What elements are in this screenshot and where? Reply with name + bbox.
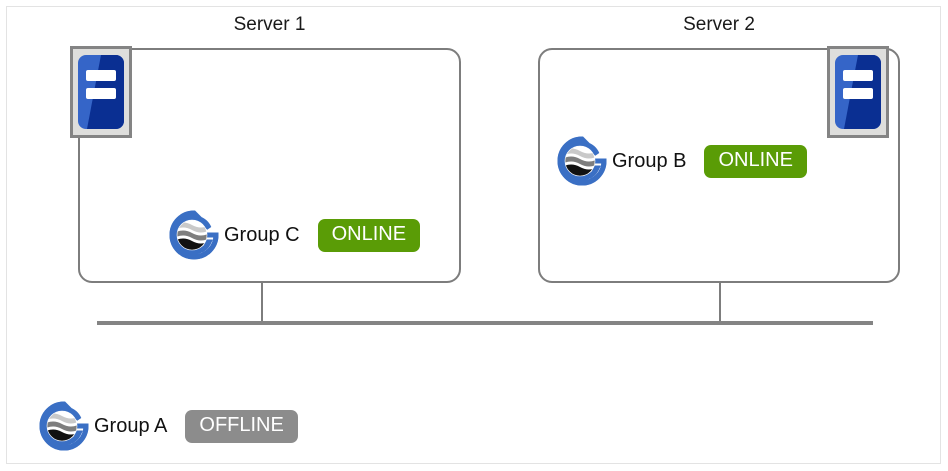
server-unit-icon: [78, 55, 124, 129]
network-bus-line: [97, 321, 873, 325]
status-badge: ONLINE: [317, 218, 421, 252]
connector-server-1: [261, 283, 263, 325]
server-title-2: Server 2: [683, 14, 755, 35]
group-logo: [39, 401, 89, 451]
group-label: Group B: [612, 149, 687, 172]
group-label: Group A: [94, 414, 168, 437]
server-title-1: Server 1: [233, 14, 306, 35]
server-icon[interactable]: [827, 46, 889, 138]
server-icon[interactable]: [70, 46, 132, 138]
group-label: Group C: [224, 223, 300, 246]
group-row[interactable]: Group B ONLINE: [556, 135, 807, 187]
group-row[interactable]: Group A OFFLINE: [38, 400, 298, 452]
group-logo: [169, 210, 219, 260]
group-logo: [557, 136, 607, 186]
status-badge: ONLINE: [704, 144, 807, 178]
group-row[interactable]: Group C ONLINE: [168, 209, 421, 261]
connector-server-2: [719, 283, 721, 325]
status-badge: OFFLINE: [185, 409, 298, 443]
server-unit-icon: [835, 55, 881, 129]
